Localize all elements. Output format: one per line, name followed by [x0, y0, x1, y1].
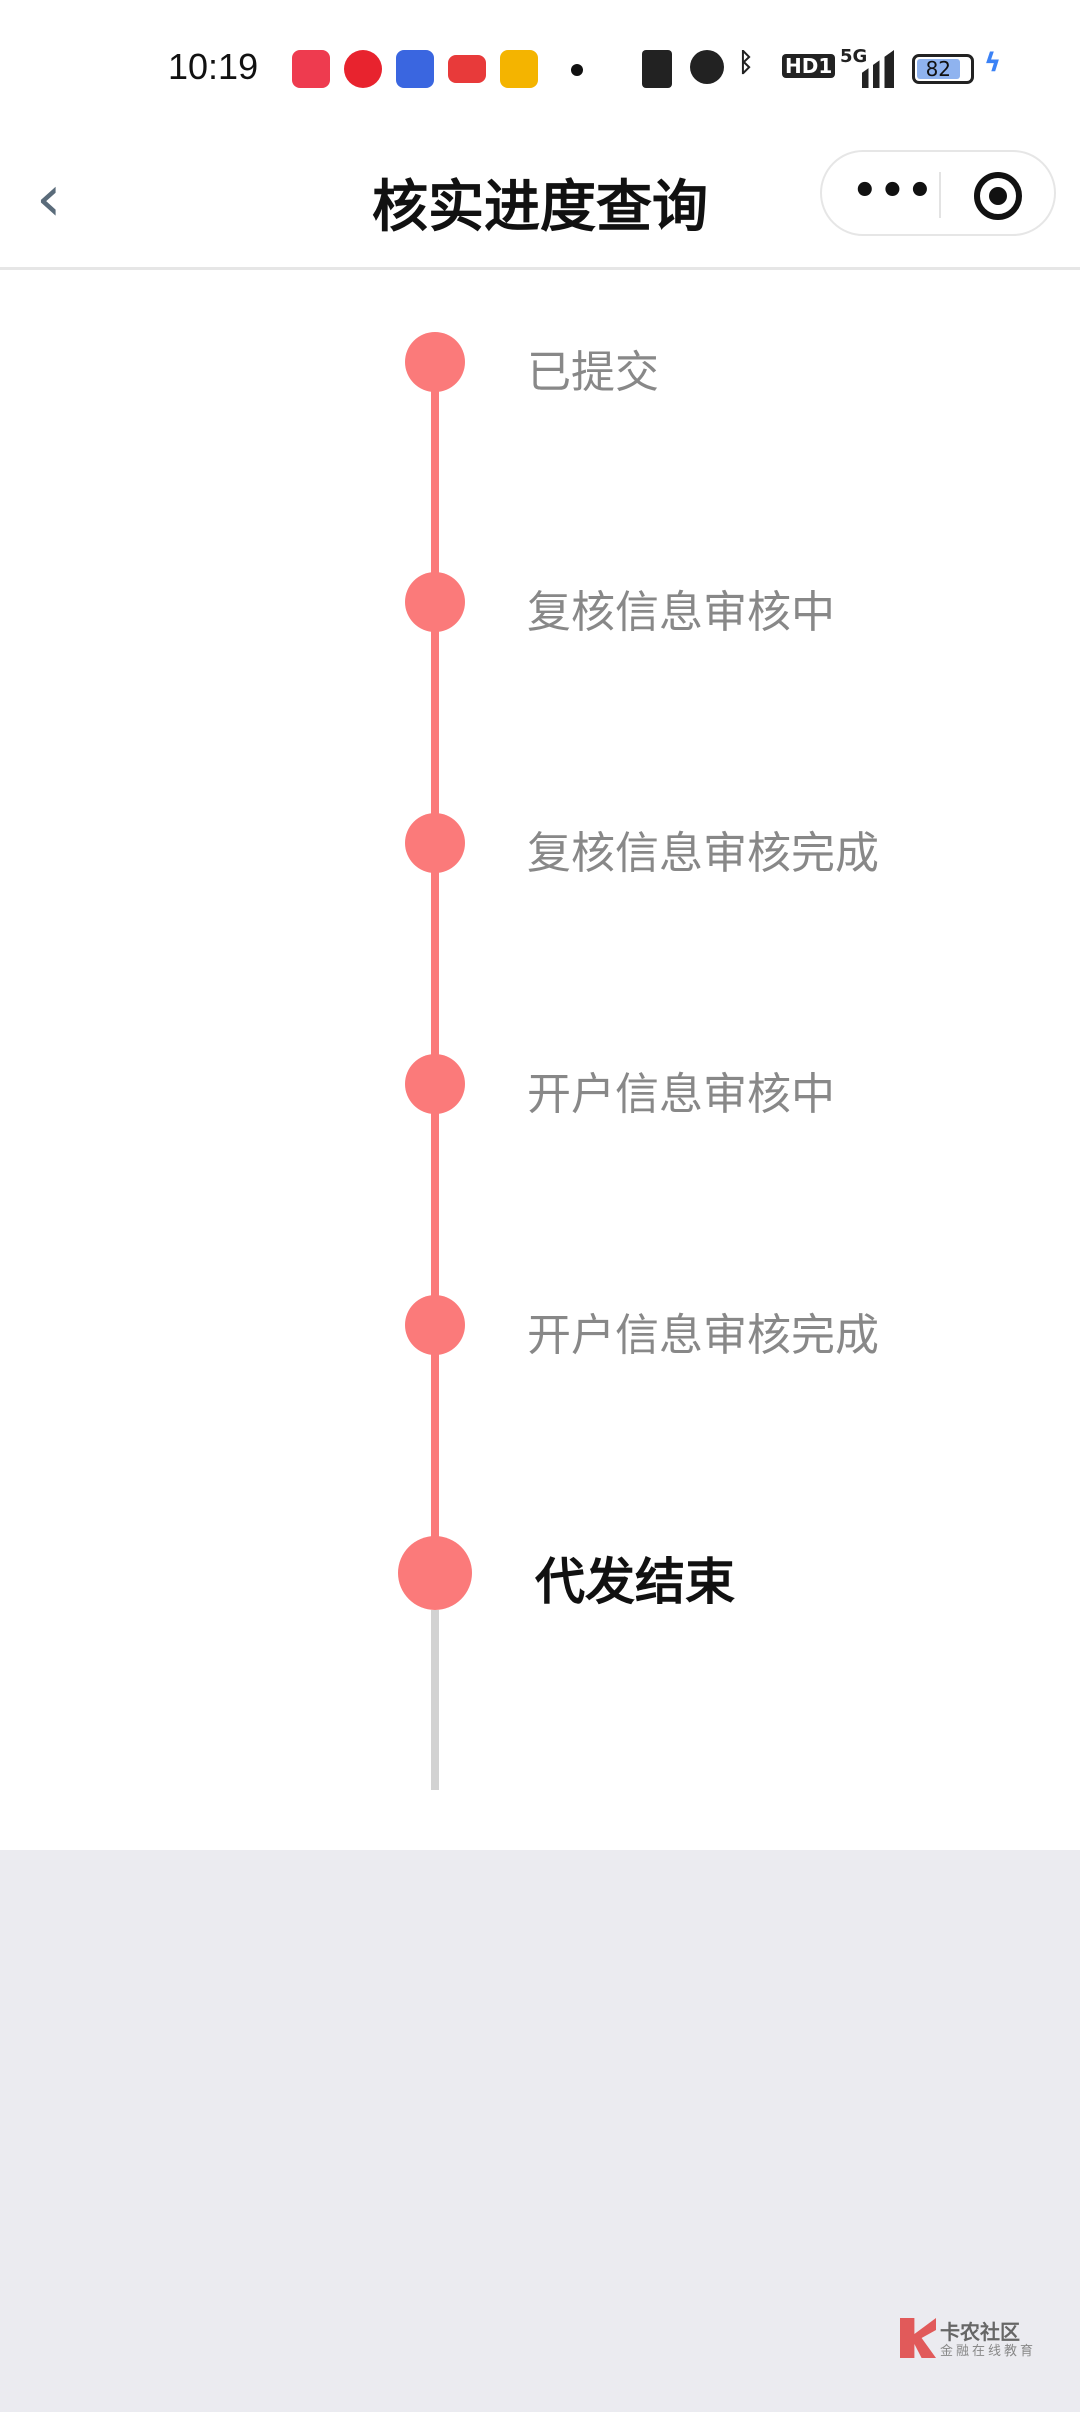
step-label: 已提交 [527, 347, 659, 398]
step-dot [405, 572, 465, 632]
step-dot [405, 813, 465, 873]
baidu-app-icon [396, 50, 434, 88]
watermark-name: 卡农社区 [940, 2320, 1020, 2344]
bluetooth-icon: ᛒ [738, 48, 754, 78]
current-step-dot [398, 1536, 472, 1610]
timeline-remaining [431, 1610, 439, 1790]
toutiao-app-icon [448, 55, 486, 83]
dot-icon [571, 64, 583, 76]
page-title: 核实进度查询 [372, 175, 708, 240]
clock: 10:19 [168, 46, 259, 87]
capsule-divider [939, 172, 941, 218]
close-miniprogram-button[interactable] [974, 172, 1022, 220]
music-app-icon [292, 50, 330, 88]
nav-bar: ‹ 核实进度查询 ••• [0, 140, 1080, 270]
step-dot [405, 1295, 465, 1355]
battery-icon: 82 [912, 54, 974, 84]
more-button[interactable]: ••• [852, 168, 935, 214]
step-label: 开户信息审核中 [527, 1069, 835, 1120]
alarm-icon [690, 50, 724, 84]
nfc-icon [642, 50, 672, 88]
watermark-tagline: 金融在线教育 [940, 2344, 1037, 2359]
step-dot [405, 1054, 465, 1114]
logo-icon [900, 2318, 936, 2358]
hd-icon: HD1 [782, 54, 836, 78]
miniprogram-capsule: ••• [820, 150, 1056, 236]
step-label: 复核信息审核中 [527, 587, 835, 638]
step-dot [405, 332, 465, 392]
status-bar: 10:19 ᛒ HD1 5G 82 ϟ [0, 40, 1080, 100]
step-label: 复核信息审核完成 [527, 828, 879, 879]
back-button[interactable]: ‹ [36, 162, 62, 236]
current-step-label: 代发结束 [535, 1553, 735, 1611]
step-label: 开户信息审核完成 [527, 1310, 879, 1361]
timeline-connector [431, 362, 439, 1573]
delivery-app-icon [500, 50, 538, 88]
signal-5g-icon: 5G [840, 46, 868, 67]
charging-icon: ϟ [984, 48, 1002, 78]
content-area [0, 0, 1080, 1850]
video-app-icon [344, 50, 382, 88]
